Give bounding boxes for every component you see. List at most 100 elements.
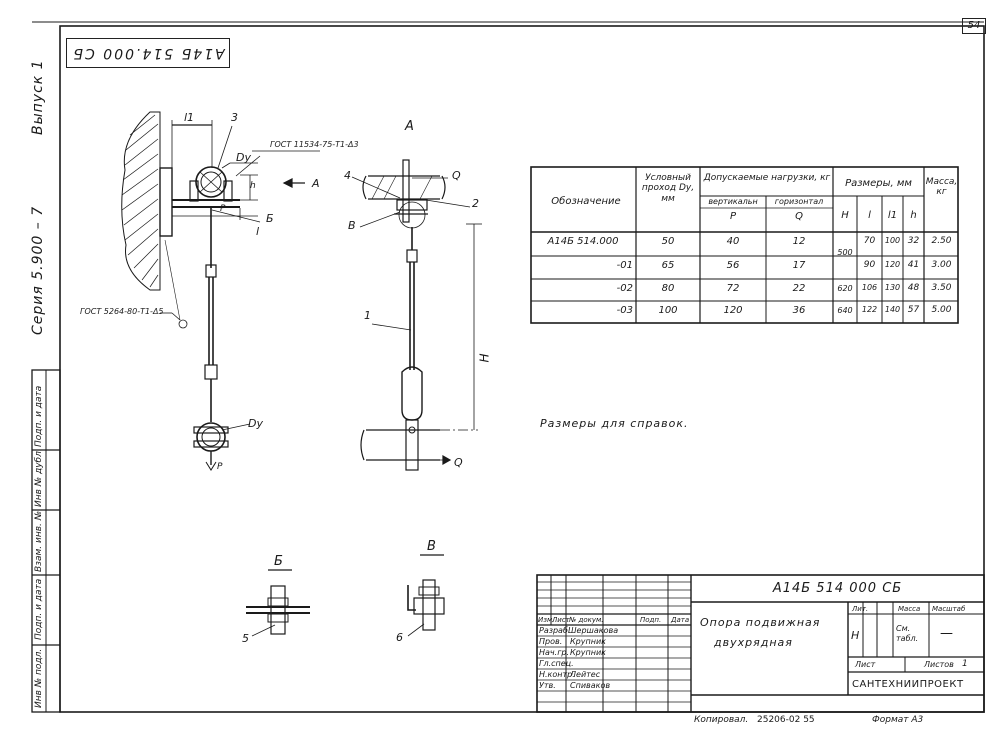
- side-cell-dup: Инв № дубл.: [34, 448, 44, 507]
- row-1-p: 56: [726, 260, 740, 271]
- label-dy-bottom: Dу: [248, 417, 263, 430]
- row-3-l: 122: [861, 305, 878, 314]
- th-mass: Масса, кг: [925, 177, 958, 198]
- row-3-mass: 5.00: [931, 305, 952, 315]
- title-name-line1: Опора подвижная: [700, 616, 821, 629]
- row-3-H: 640: [837, 306, 853, 315]
- row-0-l: 70: [863, 236, 876, 246]
- section-v-title: В: [427, 539, 436, 554]
- label-5: 5: [242, 632, 249, 645]
- side-cell-sign: Подп. и дата: [34, 578, 44, 640]
- spec-table: Обозначение Условный проход Dу, мм Допус…: [531, 167, 958, 323]
- row-0-H: 500: [837, 248, 853, 257]
- row-1-l: 90: [863, 260, 876, 270]
- label-H: H: [477, 353, 492, 363]
- copied-code: 25206-02 55: [757, 715, 815, 725]
- row-2-l1: 130: [884, 283, 901, 292]
- top-stamp-code: А14Б 514.000 СБ: [66, 38, 230, 68]
- th-dims: Размеры, мм: [845, 178, 912, 189]
- hdr-doc: № докум.: [569, 616, 604, 624]
- format-label: Формат А3: [872, 715, 924, 725]
- label-1: 1: [364, 309, 371, 322]
- row-0-h: 32: [907, 236, 920, 246]
- row-2-designation: -02: [616, 283, 633, 294]
- row-2-q: 22: [792, 283, 806, 294]
- label-q-bottom: Q: [454, 456, 463, 469]
- role-0: Разраб.: [539, 626, 571, 635]
- row-1-l1: 120: [884, 260, 901, 269]
- th-H: H: [841, 210, 849, 221]
- row-2-mass: 3.50: [931, 283, 952, 293]
- note-text: Размеры для справок.: [540, 417, 689, 430]
- th-l1: l1: [887, 210, 898, 221]
- row-1-designation: -01: [616, 260, 633, 271]
- hdr-date: Дата: [671, 616, 690, 624]
- role-5: Утв.: [539, 681, 556, 690]
- side-cell-inv: Инв № подл.: [34, 648, 44, 708]
- name-2: Крупник: [570, 648, 606, 657]
- row-1-q: 17: [792, 260, 806, 271]
- scale-label: Масштаб: [932, 605, 966, 613]
- th-h: h: [910, 210, 917, 221]
- hdr-list: Лист: [552, 616, 570, 624]
- wall-hatch: [121, 111, 161, 291]
- th-horizontal: горизонтал: [774, 197, 824, 206]
- scale-value: —: [940, 626, 953, 641]
- label-l: l: [256, 225, 260, 238]
- row-2-h: 48: [907, 283, 920, 293]
- label-gost-bottom: ГОСТ 5264-80-Т1-Δ5: [80, 307, 164, 316]
- label-view-arrow-a: А: [312, 177, 320, 190]
- title-code: А14Б 514 000 СБ: [772, 581, 903, 596]
- role-3: Гл.спец.: [539, 659, 574, 668]
- side-cell-repl: Взам. инв. №: [34, 510, 44, 572]
- hdr-sign: Подп.: [640, 616, 662, 624]
- label-8: В: [348, 219, 356, 232]
- label-q-top: Q: [452, 169, 461, 182]
- lit-label: Лит.: [852, 605, 869, 613]
- row-0-q: 12: [792, 236, 806, 247]
- side-issue: Выпуск 1: [30, 59, 46, 135]
- row-1-h: 41: [907, 260, 920, 270]
- row-3-p: 120: [723, 305, 743, 316]
- row-2-H: 620: [837, 284, 853, 293]
- mass-value: См. табл.: [896, 624, 919, 643]
- th-p: P: [729, 211, 737, 222]
- page-number: 54: [962, 18, 986, 34]
- label-h: h: [250, 181, 256, 191]
- org-name: САНТЕХНИИПРОЕКТ: [852, 679, 964, 690]
- row-0-p: 40: [726, 236, 740, 247]
- row-1-dy: 65: [661, 260, 675, 271]
- role-4: Н.контр.: [539, 670, 575, 679]
- label-2: 2: [472, 197, 479, 210]
- row-2-l: 106: [861, 283, 878, 292]
- label-6b: 6: [396, 631, 403, 644]
- sheet-label: Лист: [855, 660, 876, 669]
- th-loads: Допускаемые нагрузки, кг: [703, 173, 831, 183]
- name-4: Лейтес: [570, 670, 601, 679]
- row-0-mass: 2.50: [931, 236, 952, 246]
- row-0-designation: А14Б 514.000: [547, 236, 619, 247]
- row-0-l1: 100: [884, 236, 901, 245]
- label-4: 4: [344, 169, 351, 182]
- side-series: Серия 5.900 – 7: [30, 205, 46, 335]
- label-gost-top: ГОСТ 11534-75-Т1-Δ3: [270, 140, 359, 149]
- row-3-q: 36: [792, 305, 806, 316]
- hdr-izm: Изм.: [538, 616, 555, 624]
- label-6: Б: [266, 212, 274, 225]
- label-p-top: P: [220, 204, 226, 214]
- inner-frame: [59, 25, 985, 713]
- th-designation: Обозначение: [551, 196, 621, 207]
- th-q: Q: [795, 211, 803, 222]
- title-name-line2: двухрядная: [714, 636, 793, 649]
- name-1: Крупник: [570, 637, 606, 646]
- side-cell-sign2: Подп. и дата: [34, 385, 44, 447]
- role-1: Пров.: [539, 637, 563, 646]
- copied-label: Копировал.: [694, 715, 749, 725]
- sheets-value: 1: [962, 659, 968, 669]
- lit-value: Н: [851, 629, 860, 642]
- row-3-h: 57: [907, 305, 920, 315]
- th-nominal: Условный проход Dу, мм: [641, 173, 695, 204]
